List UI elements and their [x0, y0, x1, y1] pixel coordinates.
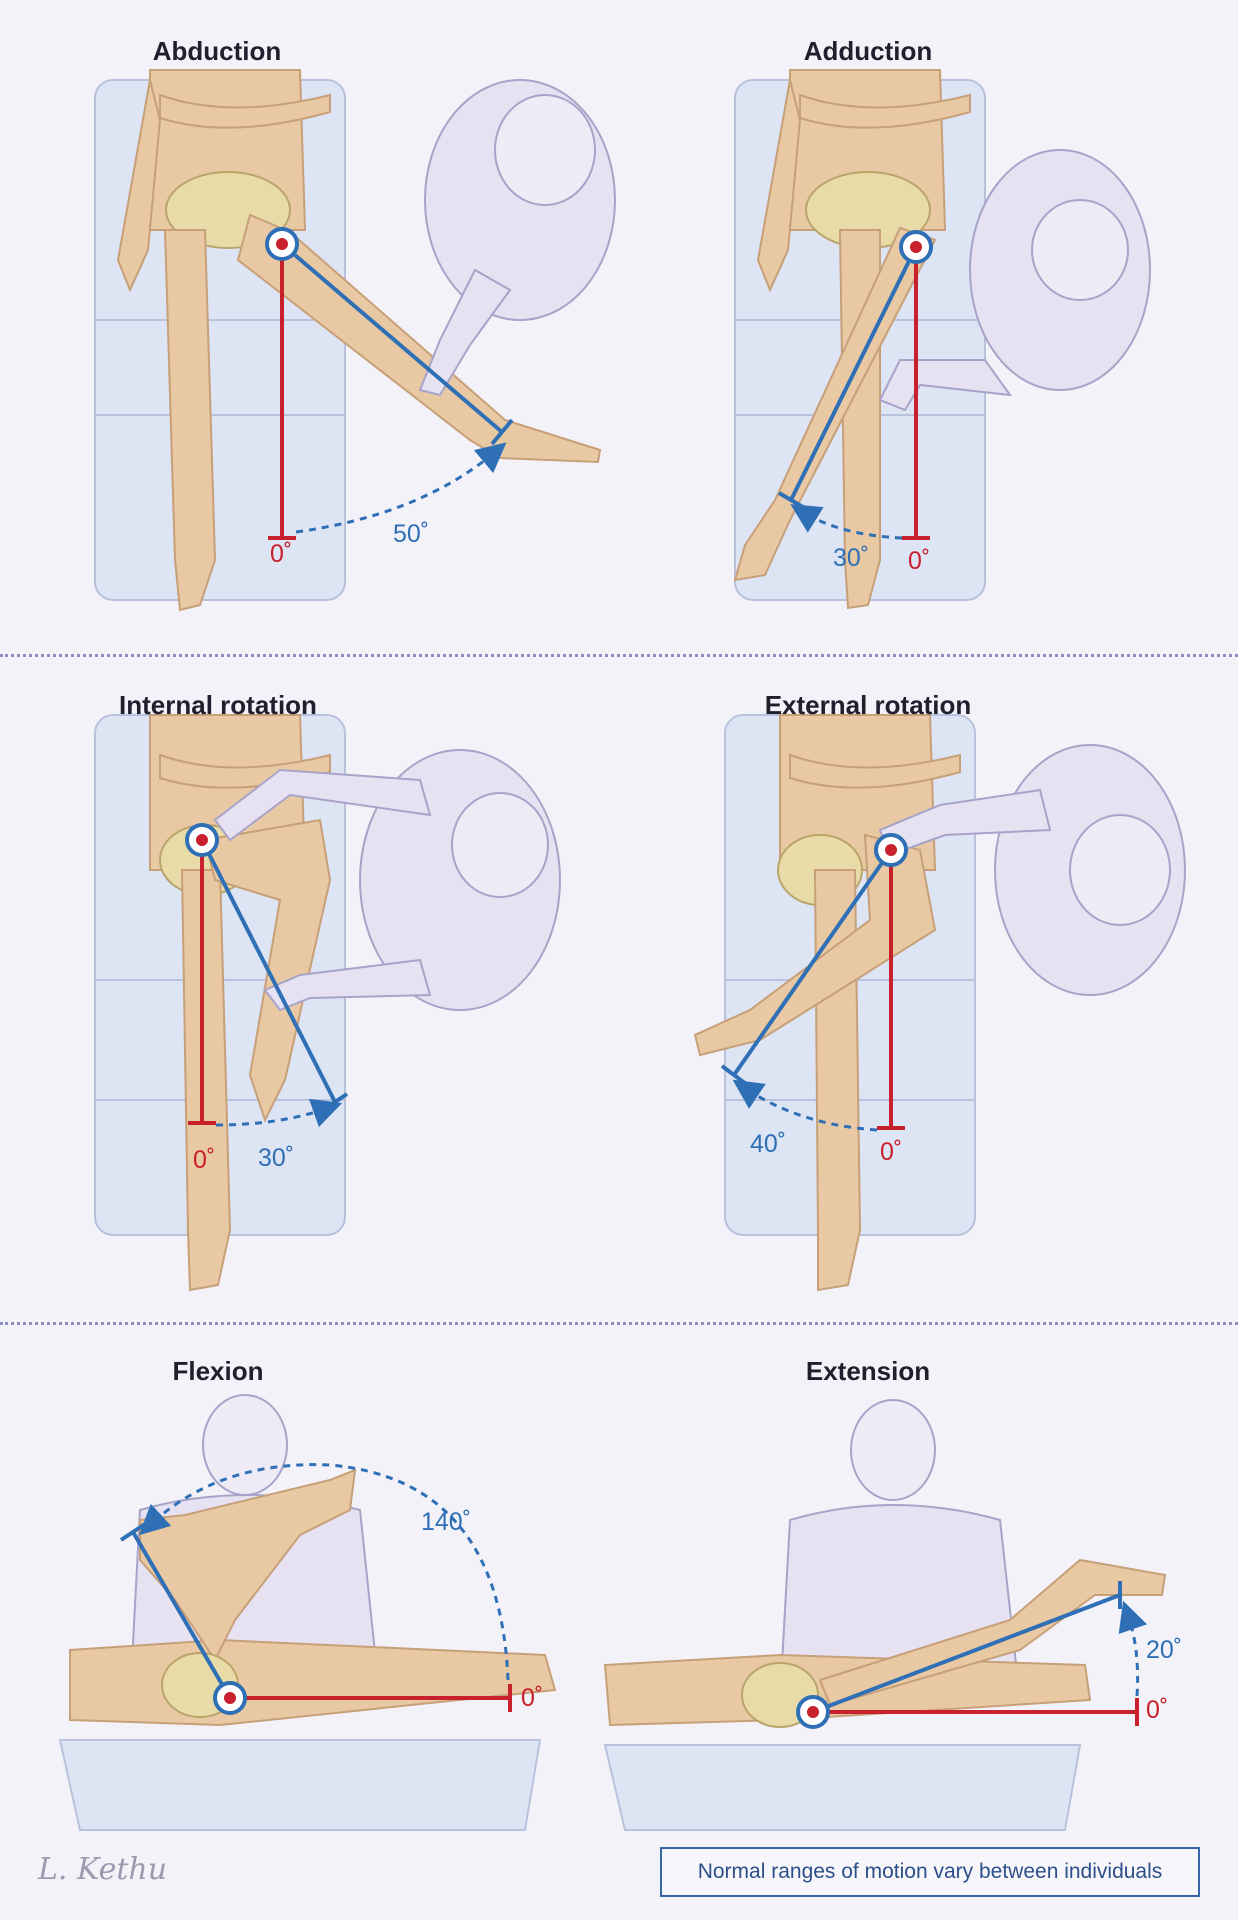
motion-line: [812, 1593, 1121, 1714]
angle-arc: [1118, 1600, 1148, 1697]
range-angle-label: 50˚: [393, 520, 430, 548]
examiner-arm: [263, 958, 432, 1012]
external-rotation-panel: [693, 714, 1186, 1292]
section-divider: [0, 1322, 1238, 1325]
patient-arm: [756, 79, 802, 293]
range-angle-label: 140˚: [421, 1508, 472, 1536]
angle-arc: [295, 442, 507, 534]
motion-line: [200, 839, 337, 1103]
zero-angle-label: 0˚: [1146, 1696, 1169, 1724]
panel-title-flexion: Flexion: [172, 1356, 264, 1386]
angle-arc: [732, 1079, 878, 1132]
flexion-panel: [58, 1394, 557, 1831]
panel-title-extension: Extension: [805, 1356, 931, 1386]
adduction-panel: [733, 69, 1151, 610]
patient-body: [69, 1638, 557, 1727]
panel-title-internal-rotation: Internal rotation: [119, 690, 317, 720]
panel-title-external-rotation: External rotation: [764, 690, 972, 720]
motion-line: [732, 848, 893, 1077]
motion-line: [131, 1530, 232, 1700]
patient-leg-abducted: [236, 213, 602, 464]
examiner-head: [451, 792, 549, 898]
motion-line: [789, 246, 918, 501]
examiner-head: [494, 94, 596, 206]
patient-leg-adducted: [733, 226, 937, 582]
panel-title-adduction: Adduction: [803, 36, 933, 66]
patient-leg-bent: [693, 833, 937, 1057]
range-angle-label: 30˚: [833, 544, 870, 572]
patient-leg-extended: [818, 1558, 1167, 1707]
patient-leg-bent: [203, 818, 332, 1123]
internal-rotation-panel: [94, 714, 561, 1292]
motion-line: [280, 242, 504, 434]
artist-signature: L. Kethu: [38, 1852, 168, 1887]
patient-arm: [116, 79, 162, 293]
note-text: Normal ranges of motion vary between ind…: [697, 1860, 1163, 1883]
examiner-head: [1031, 199, 1129, 301]
extension-panel: [603, 1399, 1167, 1831]
exam-table: [58, 1739, 542, 1831]
examiner-head: [850, 1399, 936, 1501]
exam-table: [603, 1744, 1082, 1831]
range-angle-label: 20˚: [1146, 1636, 1183, 1664]
examiner-arm: [878, 359, 1013, 412]
angle-arc: [215, 1098, 343, 1128]
angle-arc: [790, 504, 903, 540]
examiner-head: [202, 1394, 288, 1496]
range-angle-label: 40˚: [750, 1130, 787, 1158]
patient-leg-straight: [163, 229, 217, 612]
examiner-arm: [213, 768, 432, 842]
range-angle-label: 30˚: [258, 1144, 295, 1172]
examiner-head: [1069, 814, 1171, 926]
abduction-panel: [94, 69, 616, 612]
zero-angle-label: 0˚: [908, 547, 931, 575]
section-divider: [0, 654, 1238, 657]
panel-title-abduction: Abduction: [152, 36, 282, 66]
zero-angle-label: 0˚: [521, 1684, 544, 1712]
note-box: Normal ranges of motion vary between ind…: [660, 1847, 1200, 1897]
zero-angle-label: 0˚: [270, 540, 293, 568]
zero-angle-label: 0˚: [880, 1138, 903, 1166]
examiner-arm: [418, 268, 512, 397]
zero-angle-label: 0˚: [193, 1146, 216, 1174]
